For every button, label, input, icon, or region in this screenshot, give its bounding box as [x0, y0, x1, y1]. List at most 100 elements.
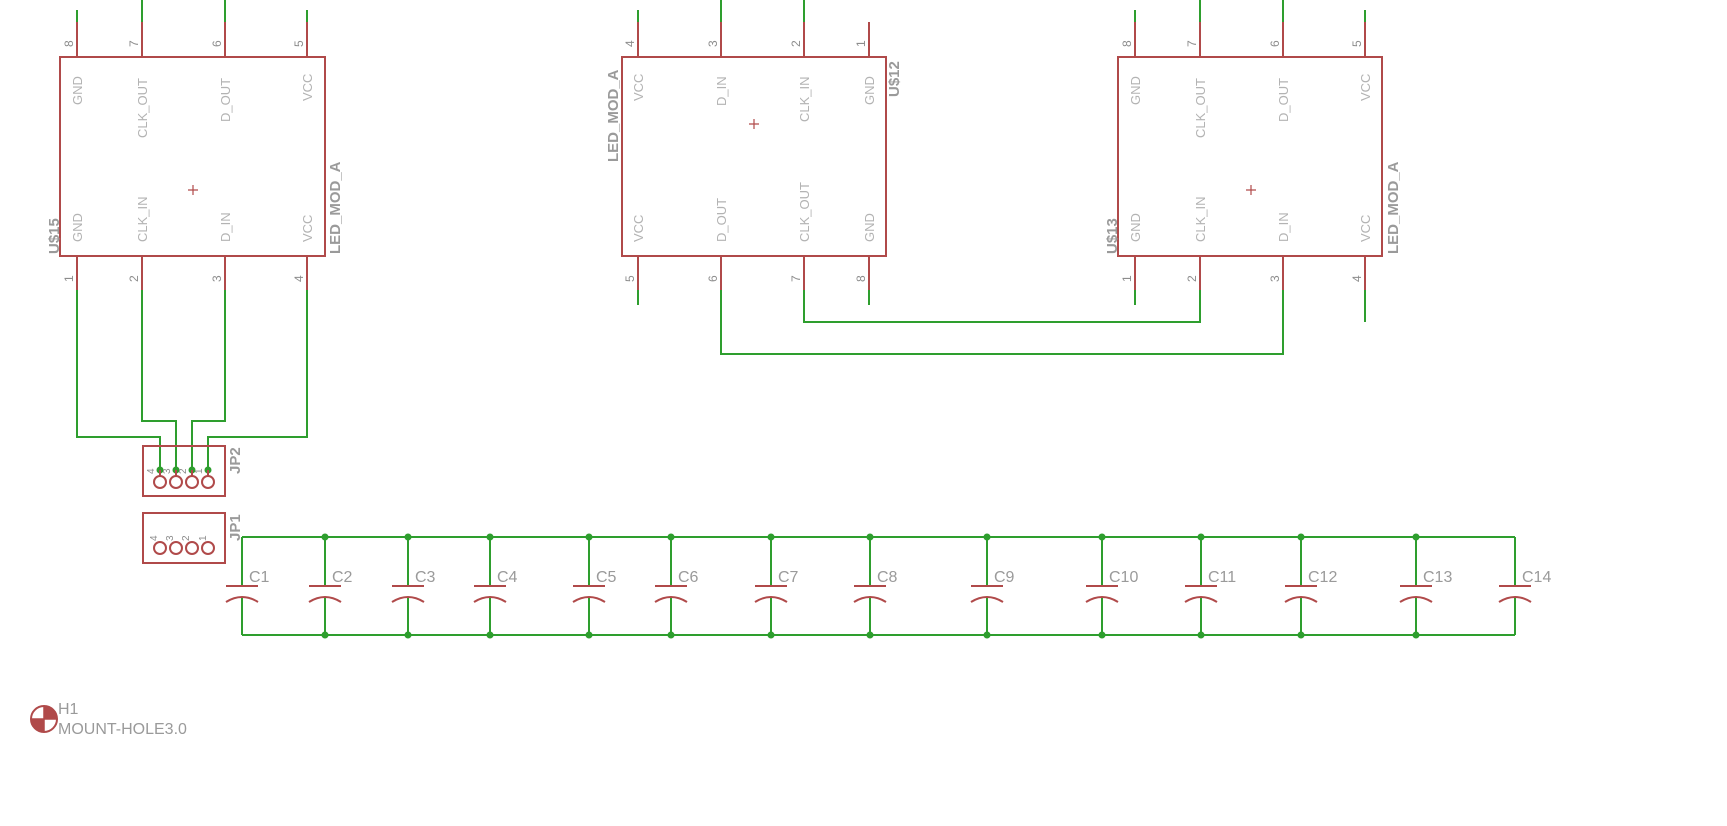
pin-number: 5	[292, 40, 306, 47]
module-u13-body	[1117, 56, 1383, 257]
module-name: U$12	[886, 61, 903, 97]
pin-label: VCC	[1358, 215, 1373, 242]
origin-cross	[749, 119, 759, 129]
capacitor-plate-curved	[654, 596, 688, 603]
junction-dot	[767, 631, 775, 639]
capacitor-c6[interactable]: C6	[654, 569, 699, 603]
header-pin-number: 4	[146, 468, 157, 474]
pin-number: 8	[854, 275, 868, 282]
origin-cross	[188, 185, 198, 195]
junction-dot	[1412, 533, 1420, 541]
capacitor-c5[interactable]: C5	[572, 569, 617, 603]
pin-number: 7	[1185, 40, 1199, 47]
junction-dot	[321, 631, 329, 639]
header-jp1[interactable]: 4 3 2 1 JP1	[142, 512, 244, 564]
pin-label: GND	[70, 213, 85, 242]
pin-label: GND	[1128, 213, 1143, 242]
capacitor-c11[interactable]: C11	[1184, 569, 1236, 603]
capacitor-label: C13	[1423, 569, 1452, 586]
module-u13[interactable]: 8 7 6 5 GND CLK_OUT D_OUT VCC GND CLK_IN…	[1104, 22, 1402, 290]
junction-dot	[667, 533, 675, 541]
pin-number: 1	[854, 40, 868, 47]
junction-dots	[156, 466, 1420, 639]
capacitor-c12[interactable]: C12	[1284, 569, 1337, 603]
capacitor-c7[interactable]: C7	[754, 569, 799, 603]
pin-number: 4	[1350, 275, 1364, 282]
junction-dot	[404, 631, 412, 639]
pin-number: 6	[706, 275, 720, 282]
header-jp2[interactable]: 4 3 2 1 JP2	[142, 445, 244, 497]
module-u15-body	[59, 56, 326, 257]
capacitor-plate-curved	[473, 596, 507, 603]
capacitor-label: C3	[415, 569, 436, 586]
junction-dot	[1098, 631, 1106, 639]
pin-label: GND	[1128, 76, 1143, 105]
pin-label: CLK_IN	[1193, 196, 1208, 242]
junction-dot	[1297, 533, 1305, 541]
module-u15[interactable]: 8 7 6 5 GND CLK_OUT D_OUT VCC GND CLK_IN…	[46, 22, 344, 290]
pin-number: 2	[789, 40, 803, 47]
pin-label: VCC	[631, 215, 646, 242]
capacitor-plate-curved	[754, 596, 788, 603]
pin-number: 6	[1268, 40, 1282, 47]
pin-label: D_IN	[1276, 212, 1291, 242]
module-u12[interactable]: 4 3 2 1 VCC D_IN CLK_IN GND VCC D_OUT CL…	[605, 22, 903, 290]
capacitor-label: C4	[497, 569, 518, 586]
capacitor-c1[interactable]: C1	[225, 569, 270, 603]
origin-cross	[1246, 185, 1256, 195]
header-pin-number: 2	[181, 535, 192, 541]
pin-number: 3	[706, 40, 720, 47]
capacitor-row: C1 C2 C3 C4 C5 C6 C7 C8 C9 C10 C11 C12 C13 C14	[225, 569, 1551, 603]
wire-u12-dout-u13-din	[720, 290, 1284, 355]
junction-dot	[866, 533, 874, 541]
pin-label: D_IN	[218, 212, 233, 242]
wire-u12-clkout-u13-clkin	[803, 290, 1201, 323]
capacitor-c3[interactable]: C3	[391, 569, 436, 603]
capacitor-c10[interactable]: C10	[1085, 569, 1138, 603]
header-name: JP1	[227, 514, 244, 541]
pin-number: 6	[210, 40, 224, 47]
capacitor-wires	[241, 537, 1516, 635]
junction-dot	[486, 533, 494, 541]
capacitor-c14[interactable]: C14	[1498, 569, 1551, 603]
module-name: U$15	[46, 218, 63, 254]
pin-number: 2	[1185, 275, 1199, 282]
module-value: LED_MOD_A	[605, 69, 622, 162]
capacitor-label: C12	[1308, 569, 1337, 586]
capacitor-plate-curved	[1085, 596, 1119, 603]
header-jp1-body	[142, 512, 226, 564]
mount-hole-h1[interactable]: H1 MOUNT-HOLE3.0	[30, 701, 187, 738]
junction-dot	[866, 631, 874, 639]
module-name: U$13	[1104, 218, 1121, 254]
pin-number: 1	[1120, 275, 1134, 282]
pin-number: 4	[292, 275, 306, 282]
pin-label: VCC	[300, 215, 315, 242]
pin-number: 3	[210, 275, 224, 282]
capacitor-c13[interactable]: C13	[1399, 569, 1452, 603]
capacitor-c2[interactable]: C2	[308, 569, 353, 603]
pin-number: 8	[1120, 40, 1134, 47]
header-pin-number: 1	[194, 468, 205, 474]
pin-label: GND	[862, 76, 877, 105]
capacitor-c8[interactable]: C8	[853, 569, 898, 603]
capacitor-plate-curved	[970, 596, 1004, 603]
capacitor-plate-curved	[853, 596, 887, 603]
pin-label: D_OUT	[1276, 78, 1291, 122]
header-jp2-body	[142, 445, 226, 497]
capacitor-plate-curved	[308, 596, 342, 603]
pin-label: VCC	[631, 74, 646, 101]
capacitor-label: C6	[678, 569, 699, 586]
capacitor-label: C5	[596, 569, 617, 586]
header-pin-number: 4	[149, 535, 160, 541]
capacitor-c9[interactable]: C9	[970, 569, 1015, 603]
capacitor-plate-curved	[1399, 596, 1433, 603]
junction-dot	[1098, 533, 1106, 541]
junction-dot	[1297, 631, 1305, 639]
pin-label: CLK_IN	[135, 196, 150, 242]
junction-dot	[585, 533, 593, 541]
capacitor-label: C11	[1208, 569, 1236, 586]
pin-number: 7	[789, 275, 803, 282]
capacitor-label: C1	[249, 569, 270, 586]
junction-dot	[767, 533, 775, 541]
capacitor-c4[interactable]: C4	[473, 569, 518, 603]
